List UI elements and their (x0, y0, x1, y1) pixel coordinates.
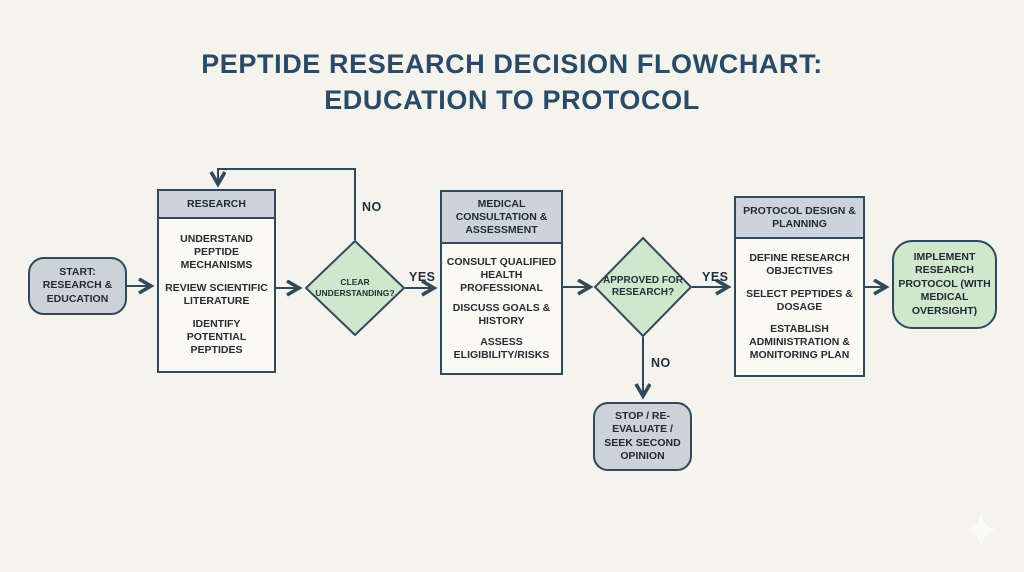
protocol-item: SELECT PEPTIDES & DOSAGE (746, 287, 853, 313)
edge-label-clear-no: NO (362, 200, 382, 214)
edge-label-approved-no: NO (651, 356, 671, 370)
medical-box-body: CONSULT QUALIFIED HEALTH PROFESSIONAL DI… (442, 244, 561, 373)
page-title: PEPTIDE RESEARCH DECISION FLOWCHART: EDU… (0, 46, 1024, 118)
edge-label-approved-yes: YES (702, 270, 729, 284)
approved-for-research-decision: APPROVED FOR RESEARCH? (594, 237, 692, 337)
research-box-body: UNDERSTAND PEPTIDE MECHANISMS REVIEW SCI… (159, 219, 274, 371)
research-item: UNDERSTAND PEPTIDE MECHANISMS (180, 233, 253, 271)
medical-consultation-box: MEDICAL CONSULTATION & ASSESSMENT CONSUL… (440, 190, 563, 375)
research-item: REVIEW SCIENTIFIC LITERATURE (165, 282, 268, 307)
protocol-item: ESTABLISH ADMINISTRATION & MONITORING PL… (749, 322, 850, 361)
edge-label-clear-yes: YES (409, 270, 436, 284)
research-box: RESEARCH UNDERSTAND PEPTIDE MECHANISMS R… (157, 189, 276, 373)
medical-item: DISCUSS GOALS & HISTORY (452, 302, 551, 327)
implement-node-label: IMPLEMENT RESEARCH PROTOCOL (WITH MEDICA… (898, 250, 991, 317)
stop-node-label: STOP / RE-EVALUATE / SEEK SECOND OPINION (604, 409, 681, 463)
implement-protocol-node: IMPLEMENT RESEARCH PROTOCOL (WITH MEDICA… (892, 240, 997, 329)
page-title-line2: EDUCATION TO PROTOCOL (324, 85, 700, 115)
page-title-line1: PEPTIDE RESEARCH DECISION FLOWCHART: (201, 49, 823, 79)
start-node-label: START: RESEARCH & EDUCATION (42, 265, 113, 305)
research-box-header: RESEARCH (159, 191, 274, 219)
diamond-shape (594, 237, 692, 337)
stop-node: STOP / RE-EVALUATE / SEEK SECOND OPINION (593, 402, 692, 471)
protocol-item: DEFINE RESEARCH OBJECTIVES (749, 252, 850, 278)
protocol-box-header: PROTOCOL DESIGN & PLANNING (736, 198, 863, 239)
protocol-box-body: DEFINE RESEARCH OBJECTIVES SELECT PEPTID… (736, 239, 863, 375)
approved-for-research-label: APPROVED FOR RESEARCH? (602, 274, 683, 299)
diamond-shape (305, 240, 405, 336)
research-item: IDENTIFY POTENTIAL PEPTIDES (186, 318, 247, 356)
medical-box-header: MEDICAL CONSULTATION & ASSESSMENT (442, 192, 561, 244)
sparkle-icon (966, 513, 996, 547)
medical-item: CONSULT QUALIFIED HEALTH PROFESSIONAL (446, 255, 557, 294)
protocol-design-box: PROTOCOL DESIGN & PLANNING DEFINE RESEAR… (734, 196, 865, 377)
clear-understanding-decision: CLEAR UNDERSTANDING? (305, 240, 405, 336)
clear-understanding-label: CLEAR UNDERSTANDING? (315, 277, 395, 298)
start-node: START: RESEARCH & EDUCATION (28, 257, 127, 315)
medical-item: ASSESS ELIGIBILITY/RISKS (453, 335, 550, 361)
